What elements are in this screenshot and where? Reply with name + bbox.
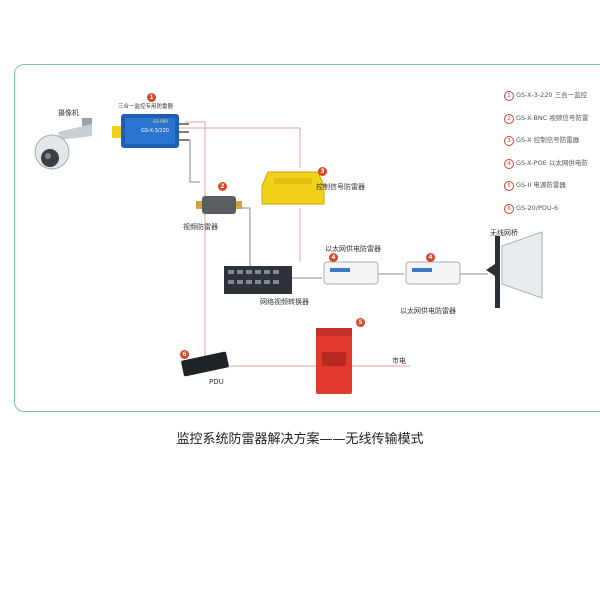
marker-2: 2 [218, 182, 227, 191]
pdu-label: PDU [209, 378, 224, 386]
legend-text: GS-II 电源防雷器 [516, 181, 566, 189]
legend-number: 1 [504, 91, 514, 101]
video-switch-icon [224, 266, 292, 294]
control-protector-label: 控制信号防雷器 [316, 183, 365, 191]
poe-protector-2-icon [405, 261, 461, 285]
marker-4a: 4 [329, 253, 338, 262]
video-switch-label: 网络视频转换器 [260, 298, 309, 306]
combo-protector-tag: GS-RPR [153, 119, 169, 124]
diagram-frame [14, 64, 600, 412]
video-protector-label: 视频防雷器 [183, 223, 218, 231]
power-surge-protector-icon [316, 328, 352, 394]
poe-protector-2-label: 以太网供电防雷器 [400, 307, 456, 315]
camera-label: 摄像机 [58, 109, 79, 117]
legend-number: 2 [504, 113, 514, 124]
combo-protector-caption: 三合一监控专用防雷器 [118, 104, 174, 110]
legend-text: GS-X-3-220 三合一监控 [516, 91, 588, 99]
legend-text: GS-X 控制信号防雷器 [516, 136, 580, 144]
mains-label: 市电 [392, 357, 406, 365]
wire-combo-to-control [178, 127, 301, 168]
poe-protector-1-label: 以太网供电防雷器 [325, 245, 381, 253]
combo-protector-model: GS-X-3/220 [141, 128, 169, 134]
legend-number: 4 [504, 158, 514, 169]
legend-text: GS-X-POE 以太网供电防 [516, 158, 588, 167]
legend-text: GS-X-BNC 视频信号防雷 [516, 113, 589, 122]
combo-protector-icon [112, 114, 189, 148]
legend-number: 5 [504, 181, 514, 191]
wireless-bridge-label: 无线网桥 [490, 229, 518, 237]
marker-5: 5 [356, 318, 365, 327]
marker-4b: 4 [426, 253, 435, 262]
wire-combo-to-pdu [185, 121, 206, 360]
pdu-icon [181, 351, 229, 377]
control-protector-icon [261, 171, 325, 205]
diagram-caption: 监控系统防雷器解决方案——无线传输模式 [176, 432, 424, 447]
legend-text: GS-20/PDU-6 [516, 203, 559, 212]
marker-3: 3 [318, 167, 327, 176]
legend-number: 6 [504, 203, 514, 214]
legend-number: 3 [504, 136, 514, 146]
poe-protector-1-icon [323, 261, 379, 285]
marker-6: 6 [180, 350, 189, 359]
wireless-bridge-icon [486, 231, 543, 308]
marker-1: 1 [147, 93, 156, 102]
wire-video-to-switch [238, 207, 251, 268]
camera-icon [34, 118, 92, 170]
video-protector-icon [196, 196, 242, 214]
